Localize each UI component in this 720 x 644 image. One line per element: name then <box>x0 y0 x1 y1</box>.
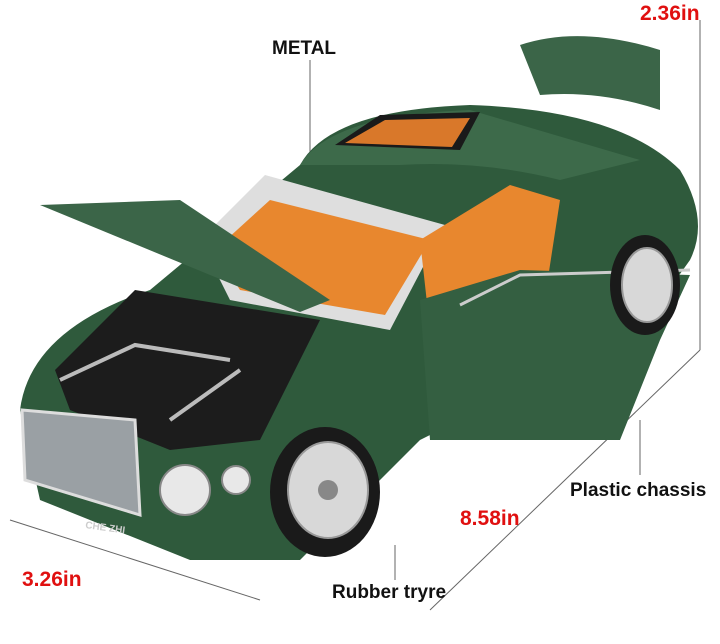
rubber-tyre-label: Rubber tryre <box>332 582 447 603</box>
height-dimension: 2.36in <box>640 2 700 25</box>
rear-wheel <box>610 235 680 335</box>
width-dimension: 3.26in <box>22 568 82 591</box>
metal-label: METAL <box>272 38 337 59</box>
car-body: CHE ZHI <box>20 36 698 560</box>
length-dimension: 8.58in <box>460 507 520 530</box>
front-wheel <box>270 427 380 557</box>
plastic-chassis-label: Plastic chassis <box>570 480 707 501</box>
dimension-lines <box>9 20 701 611</box>
